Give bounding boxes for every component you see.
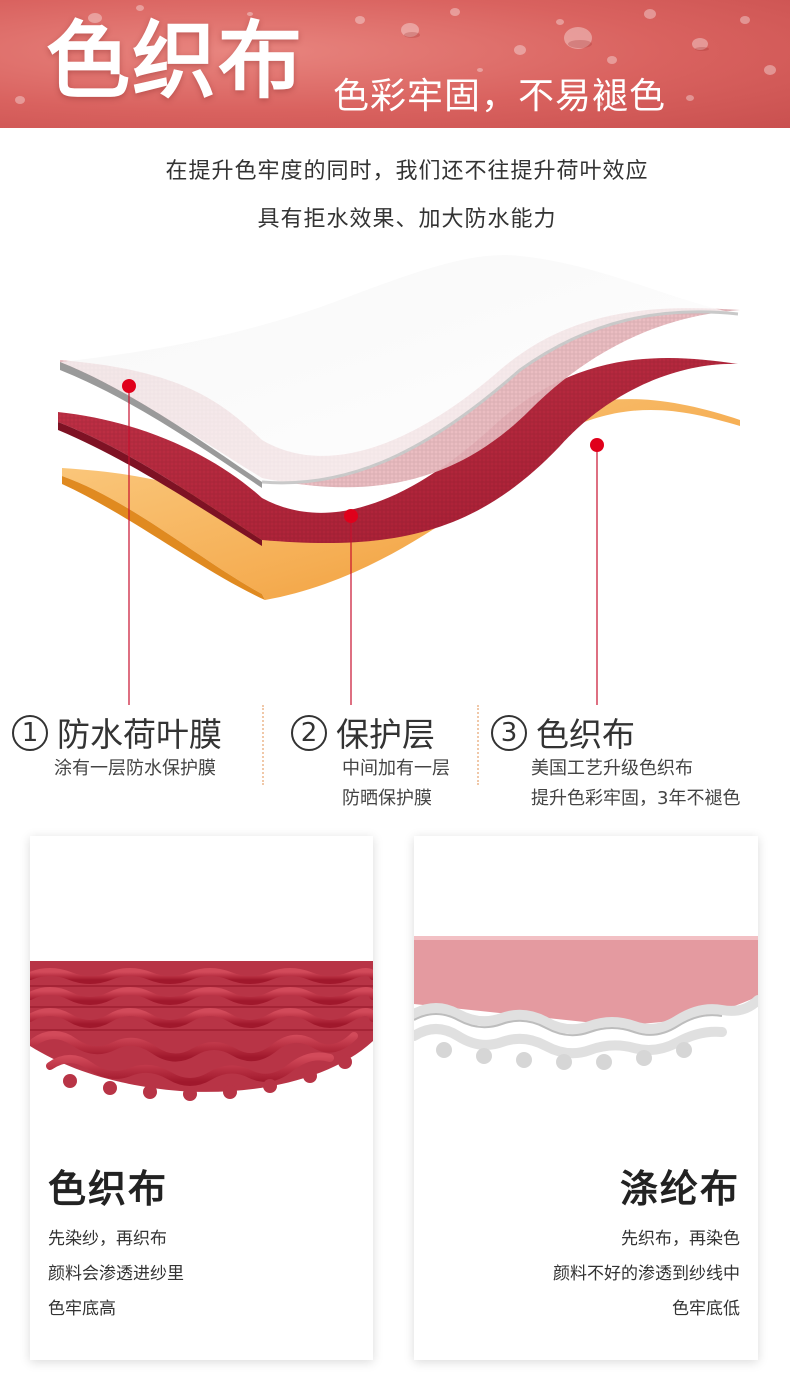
card-polyester: 涤纶布 先织布，再染色 颜料不好的渗透到纱线中 色牢底低 <box>414 836 758 1360</box>
card-title: 色织布 <box>48 1167 169 1211</box>
callout-number: 1 <box>12 715 48 751</box>
callout-divider <box>262 705 264 785</box>
waterproof-film-layer <box>60 255 738 483</box>
card-line: 先织布，再染色 <box>621 1229 740 1249</box>
card-line: 颜料不好的渗透到纱线中 <box>553 1264 740 1284</box>
marker-dot-1 <box>122 379 136 393</box>
water-droplets-texture <box>15 5 776 106</box>
marker-dot-3 <box>590 438 604 452</box>
polyester-weave-image <box>414 936 758 1070</box>
callout-desc: 提升色彩牢固，3年不褪色 <box>531 788 741 809</box>
red-edge <box>58 422 262 546</box>
callout-desc: 涂有一层防水保护膜 <box>54 758 216 779</box>
intro-line-1: 在提升色牢度的同时，我们还不往提升荷叶效应 <box>165 159 649 184</box>
orange-edge <box>62 476 265 600</box>
callout-title: 色织布 <box>536 715 635 754</box>
callout-divider <box>477 705 479 785</box>
card-yarn-dyed: 色织布 先染纱，再织布 颜料会渗透进纱里 色牢底高 <box>30 836 373 1360</box>
hero-banner: 色织布 色彩牢固，不易褪色 <box>0 0 790 128</box>
callout-number: 2 <box>291 715 327 751</box>
callout-desc: 美国工艺升级色织布 <box>531 758 693 779</box>
card-line: 色牢底低 <box>672 1299 740 1319</box>
banner-subtitle: 色彩牢固，不易褪色 <box>333 76 667 117</box>
banner-title: 色织布 <box>46 12 305 110</box>
intro-line-2: 具有拒水效果、加大防水能力 <box>257 207 557 232</box>
callout-title: 防水荷叶膜 <box>57 715 222 754</box>
layer-illustration <box>58 255 740 705</box>
fabric-weave-texture <box>58 357 738 544</box>
orange-base-layer <box>62 399 740 600</box>
card-line: 颜料会渗透进纱里 <box>48 1264 184 1284</box>
callout-desc: 中间加有一层 <box>342 758 450 779</box>
callout-desc: 防晒保护膜 <box>342 788 432 809</box>
yarn-dyed-weave-image <box>30 961 373 1101</box>
callout-number: 3 <box>491 715 527 751</box>
callout-title: 保护层 <box>336 715 435 754</box>
marker-dot-2 <box>344 509 358 523</box>
card-title: 涤纶布 <box>619 1167 740 1211</box>
card-line: 色牢底高 <box>48 1299 116 1319</box>
card-line: 先染纱，再织布 <box>48 1229 167 1249</box>
